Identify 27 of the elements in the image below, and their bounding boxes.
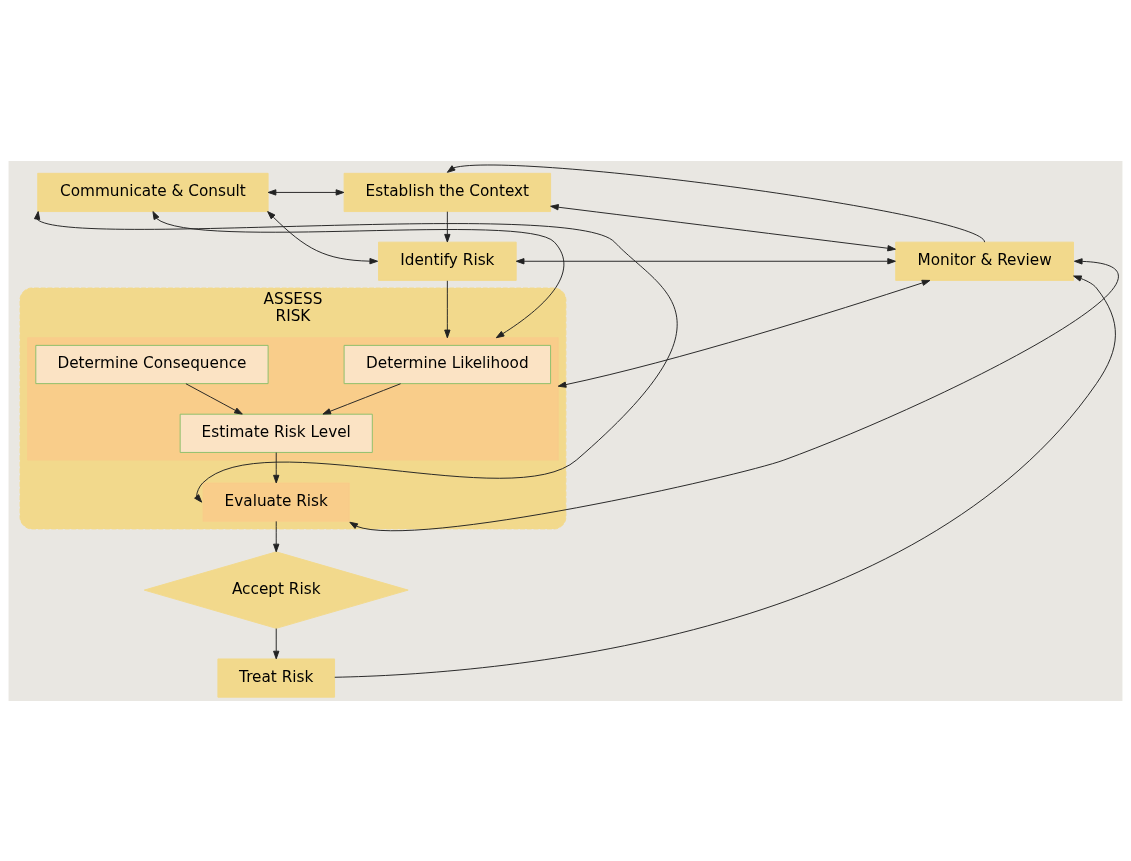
arrow [557,279,931,388]
arrow [446,164,986,243]
arrow [152,210,565,338]
node-box: Evaluate Risk [202,482,350,522]
arrow [349,257,1119,531]
arrow [267,188,345,196]
node-box: Establish the Context [343,172,552,212]
arrow [185,382,243,415]
arrow [515,257,896,264]
node-box: Determine Consequence [35,344,269,384]
node-diamond: Accept Risk [143,550,409,629]
node-box: Monitor & Review [895,241,1074,281]
arrow [334,274,1116,678]
arrow [444,279,451,338]
node-box: Identify Risk [378,241,517,281]
arrow [273,627,280,659]
cluster [27,336,559,461]
node-box: Treat Risk [217,657,336,698]
arrow [322,382,402,415]
arrow [444,210,451,243]
arrow [273,520,280,552]
arrow [273,451,280,483]
node-box: Determine Likelihood [343,344,552,384]
node-box: Communicate & Consult [37,172,269,212]
arrow [550,203,896,251]
arrow [267,210,379,264]
node-box: Estimate Risk Level [179,413,373,453]
